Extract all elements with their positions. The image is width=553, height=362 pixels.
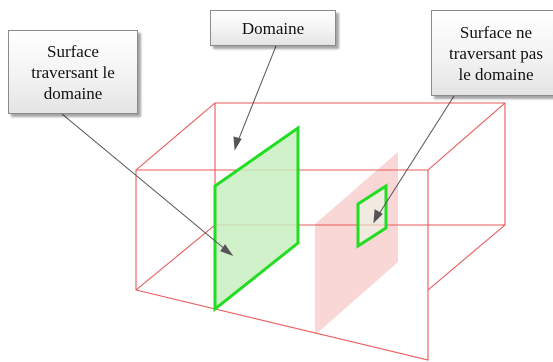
callout-line: Surface ne: [459, 22, 533, 42]
callout-line: traversant le: [31, 62, 115, 82]
arrowhead-center: [233, 136, 242, 151]
non-crossing-surface: [356, 183, 388, 249]
leader-line-center: [237, 45, 277, 142]
callout-line: le domaine: [458, 64, 534, 84]
callout-line: traversant pas: [449, 43, 543, 63]
leader-line-right: [378, 95, 455, 215]
arrowhead-left: [220, 244, 234, 257]
callout-line: domaine: [43, 83, 103, 103]
domain-edge: [427, 102, 506, 171]
crossing-surface: [213, 125, 300, 313]
leader-lines: [61, 45, 455, 257]
arrowhead-right: [373, 209, 383, 224]
domain-front-face: [135, 169, 429, 361]
leader-line-left: [61, 113, 227, 251]
domain-edge: [135, 102, 216, 171]
callout-non-crossing-surface: Surface ne traversant pas le domaine: [431, 10, 553, 96]
callout-line: Domaine: [241, 18, 305, 38]
callout-crossing-surface: Surface traversant le domaine: [8, 30, 138, 114]
callout-line: Surface: [47, 41, 99, 61]
callout-domain: Domaine: [210, 10, 336, 46]
domain-edge: [427, 224, 506, 291]
domain-edge: [135, 224, 216, 291]
